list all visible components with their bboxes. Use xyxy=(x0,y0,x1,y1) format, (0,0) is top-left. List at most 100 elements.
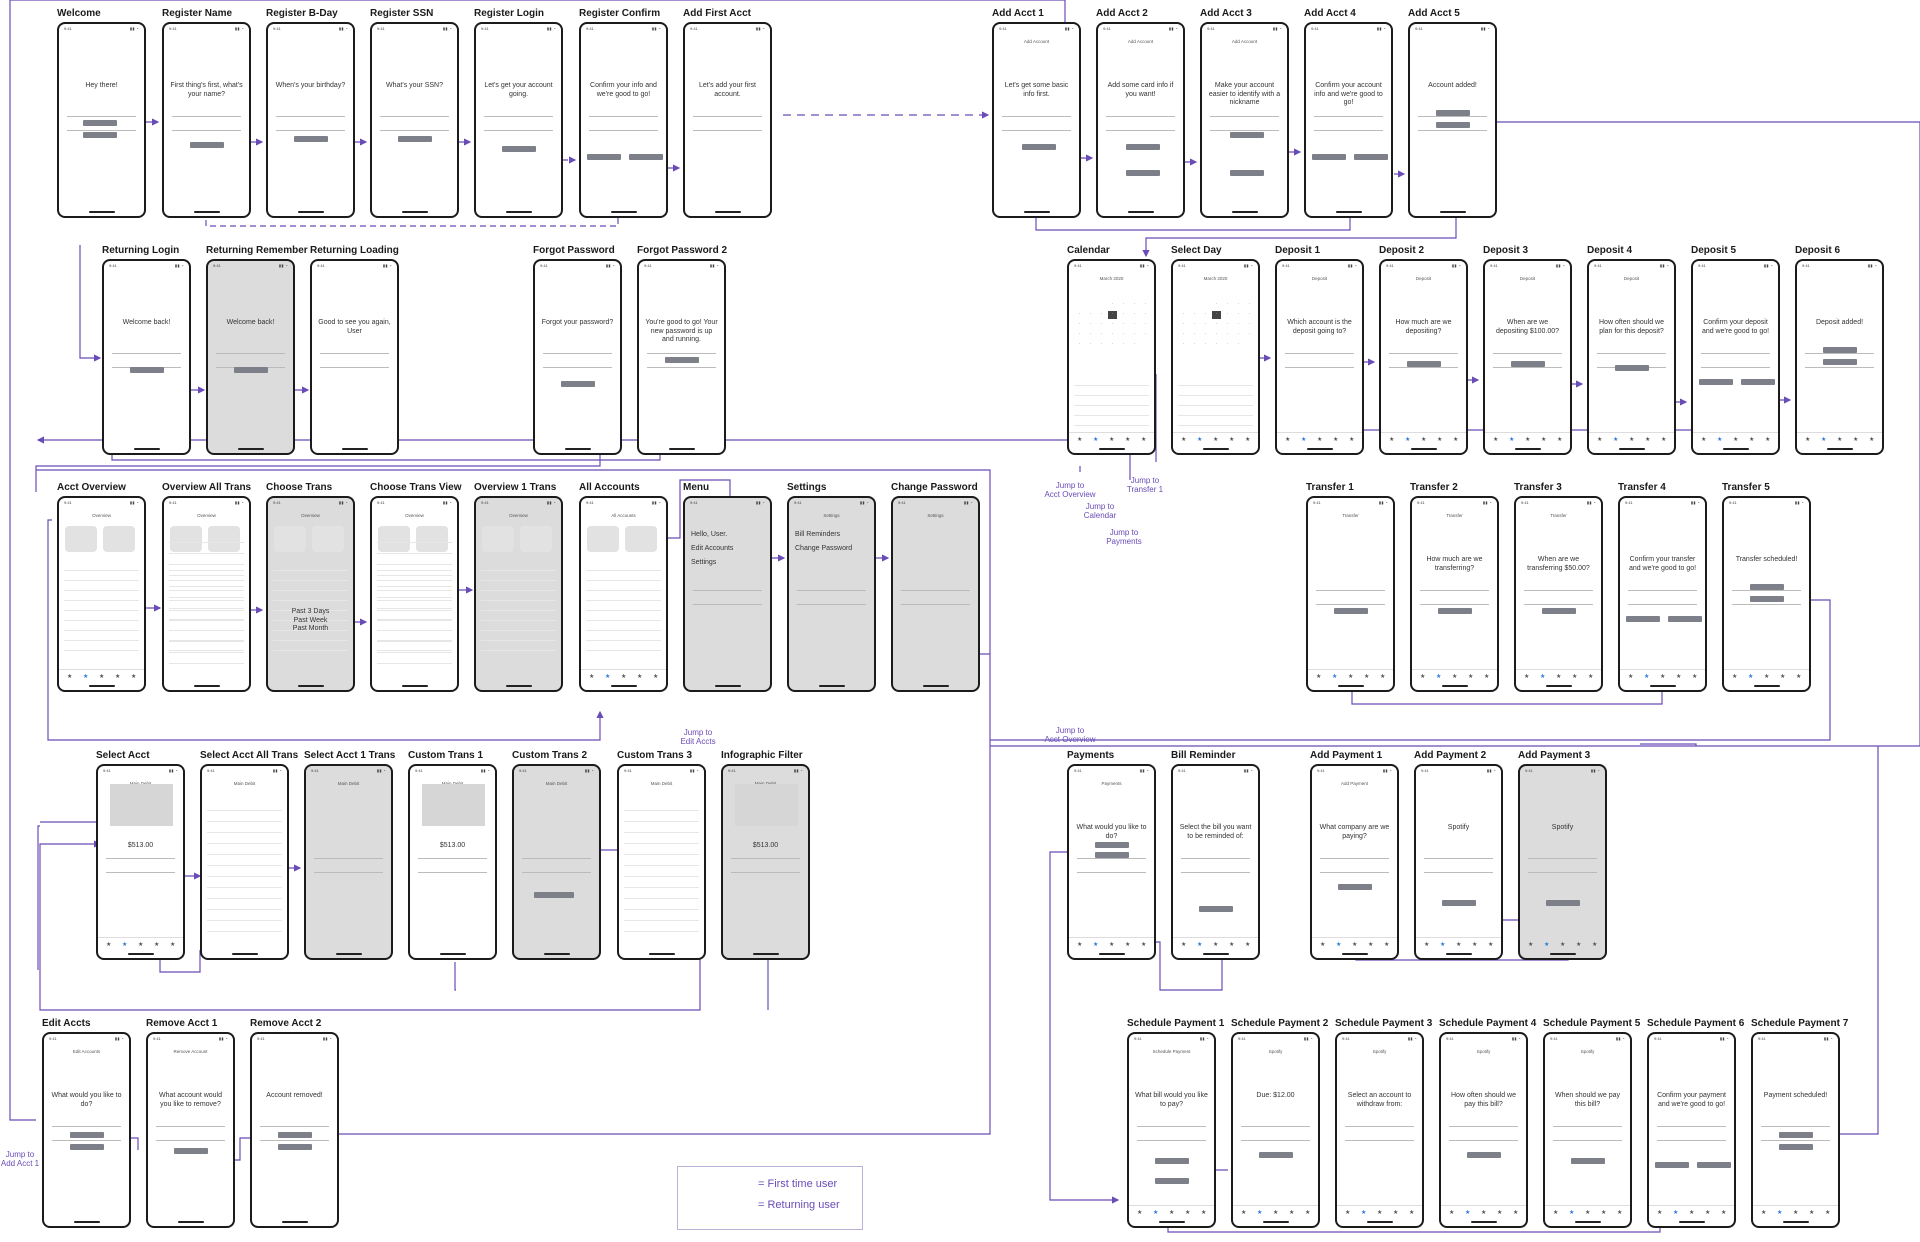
input-field-line[interactable] xyxy=(589,130,658,131)
calendar-day[interactable] xyxy=(1141,341,1150,349)
transaction-row[interactable] xyxy=(586,600,661,601)
action-button[interactable] xyxy=(1230,170,1264,176)
calendar-day[interactable]: · xyxy=(1078,341,1081,346)
tab-star-icon[interactable]: ★ xyxy=(1628,674,1634,680)
action-button[interactable] xyxy=(1436,110,1470,116)
input-field-line[interactable] xyxy=(1493,353,1562,354)
list-item[interactable] xyxy=(207,810,282,811)
calendar-day[interactable] xyxy=(1141,351,1150,359)
tab-star-icon[interactable]: ★ xyxy=(1869,437,1875,443)
input-field-line[interactable] xyxy=(260,1126,329,1127)
tab-star-icon[interactable]: ★ xyxy=(1585,1210,1591,1216)
input-field-line[interactable] xyxy=(1418,130,1487,131)
list-item[interactable] xyxy=(377,652,452,653)
transaction-row[interactable] xyxy=(64,650,139,651)
input-field-line[interactable] xyxy=(1553,1140,1622,1141)
tab-star-icon[interactable]: ★ xyxy=(1181,942,1187,948)
tab-star-icon[interactable]: ★ xyxy=(1093,437,1099,443)
action-button[interactable] xyxy=(234,367,268,373)
input-field-line[interactable] xyxy=(693,590,762,591)
input-field-line[interactable] xyxy=(1345,1140,1414,1141)
action-button[interactable] xyxy=(1436,122,1470,128)
list-item[interactable] xyxy=(169,542,244,543)
tab-star-icon[interactable]: ★ xyxy=(131,674,137,680)
input-field-line[interactable] xyxy=(1424,858,1493,859)
action-button[interactable] xyxy=(1126,144,1160,150)
input-field-line[interactable] xyxy=(1493,367,1562,368)
action-button[interactable] xyxy=(1697,1162,1731,1168)
transaction-row[interactable] xyxy=(169,620,244,621)
transaction-row[interactable] xyxy=(586,650,661,651)
input-field-line[interactable] xyxy=(260,1140,329,1141)
tab-star-icon[interactable]: ★ xyxy=(1364,674,1370,680)
calendar-day[interactable]: · xyxy=(1182,321,1185,326)
tab-star-icon[interactable]: ★ xyxy=(1765,437,1771,443)
list-item[interactable] xyxy=(377,630,452,631)
action-button[interactable] xyxy=(1467,1152,1501,1158)
tab-star-icon[interactable]: ★ xyxy=(1701,437,1707,443)
tab-star-icon[interactable]: ★ xyxy=(1513,1210,1519,1216)
list-item[interactable] xyxy=(207,876,282,877)
list-item[interactable] xyxy=(207,865,282,866)
transaction-row[interactable] xyxy=(481,590,556,591)
transaction-row[interactable] xyxy=(64,630,139,631)
calendar-day[interactable]: · xyxy=(1122,331,1125,336)
tab-star-icon[interactable]: ★ xyxy=(1657,1210,1663,1216)
action-button[interactable] xyxy=(190,142,224,148)
input-field-line[interactable] xyxy=(172,130,241,131)
calendar-day[interactable] xyxy=(1108,351,1117,359)
input-field-line[interactable] xyxy=(1761,1126,1830,1127)
transaction-row[interactable] xyxy=(169,570,244,571)
calendar-day[interactable]: · xyxy=(1237,321,1240,326)
tab-star-icon[interactable]: ★ xyxy=(1660,674,1666,680)
tab-star-icon[interactable]: ★ xyxy=(1509,437,1515,443)
calendar-day[interactable] xyxy=(1201,301,1210,309)
tab-star-icon[interactable]: ★ xyxy=(1185,1210,1191,1216)
input-field-line[interactable] xyxy=(647,367,716,368)
input-field-line[interactable] xyxy=(1732,604,1801,605)
input-field-line[interactable] xyxy=(797,590,866,591)
tab-star-icon[interactable]: ★ xyxy=(1676,674,1682,680)
tab-star-icon[interactable]: ★ xyxy=(1197,437,1203,443)
transaction-row[interactable] xyxy=(169,640,244,641)
tab-star-icon[interactable]: ★ xyxy=(1472,942,1478,948)
tab-star-icon[interactable]: ★ xyxy=(1420,674,1426,680)
input-field-line[interactable] xyxy=(1805,353,1874,354)
tab-star-icon[interactable]: ★ xyxy=(1377,1210,1383,1216)
tab-star-icon[interactable]: ★ xyxy=(1077,942,1083,948)
list-item[interactable] xyxy=(624,887,699,888)
calendar-day[interactable]: · xyxy=(1089,311,1092,316)
tab-star-icon[interactable]: ★ xyxy=(1181,437,1187,443)
input-field-line[interactable] xyxy=(522,858,591,859)
calendar-day[interactable]: · xyxy=(1215,341,1218,346)
input-field-line[interactable] xyxy=(1077,872,1146,873)
input-field-line[interactable] xyxy=(1320,858,1389,859)
calendar-day[interactable]: · xyxy=(1215,331,1218,336)
calendar-day[interactable]: · xyxy=(1226,301,1229,306)
list-item[interactable] xyxy=(377,542,452,543)
action-button[interactable] xyxy=(629,154,663,160)
action-button[interactable] xyxy=(1334,608,1368,614)
tab-star-icon[interactable]: ★ xyxy=(1125,942,1131,948)
action-button[interactable] xyxy=(1338,884,1372,890)
calendar-day[interactable]: · xyxy=(1144,321,1147,326)
action-button[interactable] xyxy=(1779,1132,1813,1138)
calendar-day[interactable]: · xyxy=(1144,301,1147,306)
action-button[interactable] xyxy=(1615,365,1649,371)
input-field-line[interactable] xyxy=(1320,872,1389,873)
tab-star-icon[interactable]: ★ xyxy=(1673,1210,1679,1216)
transaction-row[interactable] xyxy=(586,620,661,621)
action-button[interactable] xyxy=(534,892,574,898)
calendar-day[interactable]: · xyxy=(1133,331,1136,336)
list-item[interactable] xyxy=(624,832,699,833)
action-button[interactable] xyxy=(294,136,328,142)
tab-star-icon[interactable]: ★ xyxy=(1453,437,1459,443)
tab-star-icon[interactable]: ★ xyxy=(1449,1210,1455,1216)
input-field-line[interactable] xyxy=(543,367,612,368)
tab-star-icon[interactable]: ★ xyxy=(1468,674,1474,680)
tab-star-icon[interactable]: ★ xyxy=(83,674,89,680)
tab-star-icon[interactable]: ★ xyxy=(1761,1210,1767,1216)
list-item[interactable] xyxy=(169,641,244,642)
tab-star-icon[interactable]: ★ xyxy=(1125,437,1131,443)
input-field-line[interactable] xyxy=(112,353,181,354)
